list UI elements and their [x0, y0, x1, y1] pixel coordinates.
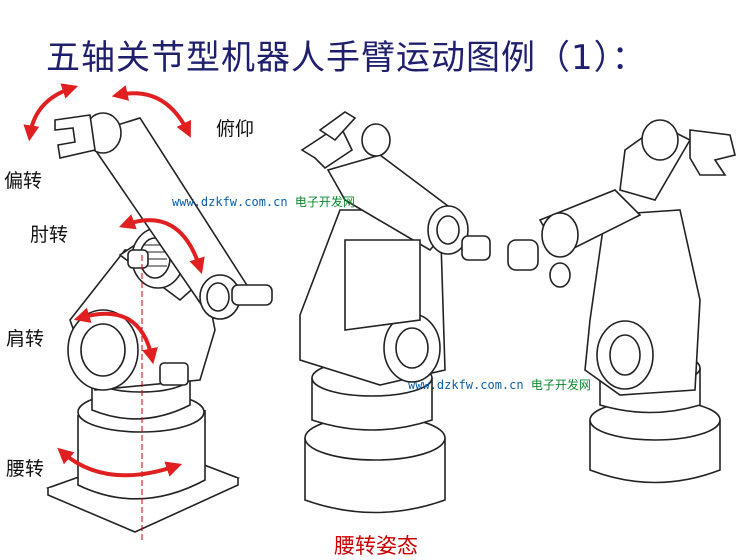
robot-arm-3: [507, 119, 736, 484]
yaw-arrow: [23, 83, 79, 142]
label-elbow: 肘转: [30, 224, 69, 246]
watermark-2-text: 电子开发网: [530, 378, 591, 392]
shoulder-arrow: [73, 307, 158, 365]
watermark-1-url: www.dzkfw.com.cn: [172, 195, 288, 209]
label-waist: 腰转: [6, 458, 45, 480]
waist-arrow: [57, 447, 183, 478]
elbow-arrow: [118, 214, 205, 275]
page-title: 五轴关节型机器人手臂运动图例（1）：: [46, 38, 647, 78]
watermark-2: www.dzkfw.com.cn 电子开发网: [408, 376, 591, 393]
watermark-2-url: www.dzkfw.com.cn: [408, 378, 524, 392]
watermark-1-text: 电子开发网: [294, 195, 355, 209]
label-yaw: 偏转: [4, 170, 43, 192]
watermark-1: www.dzkfw.com.cn 电子开发网: [172, 193, 355, 210]
pitch-arrow: [111, 85, 191, 138]
caption: 腰转姿态: [334, 534, 418, 558]
robot-arm-2: [299, 111, 491, 514]
label-shoulder: 肩转: [6, 328, 45, 350]
motion-arrows: [23, 83, 205, 478]
label-pitch: 俯仰: [216, 118, 255, 140]
